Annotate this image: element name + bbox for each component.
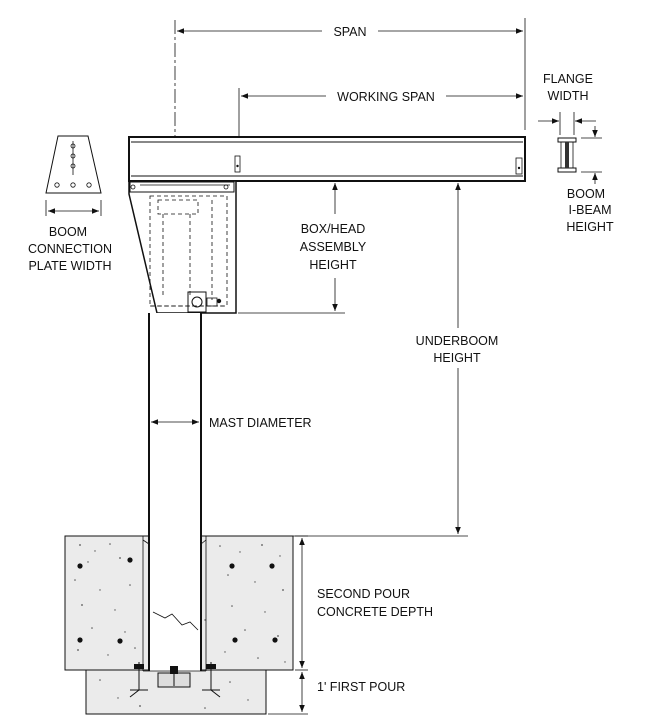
span-dimension: SPAN: [177, 18, 526, 130]
second-pour-label-line1: SECOND POUR: [317, 587, 410, 601]
flange-width-label-line1: FLANGE: [543, 72, 593, 86]
boom-beam: [128, 136, 526, 182]
working-span-dimension: WORKING SPAN: [238, 88, 523, 180]
boom-plate-label-line1: BOOM: [49, 225, 87, 239]
box-head-assembly: [128, 180, 237, 314]
working-span-label: WORKING SPAN: [337, 90, 435, 104]
second-pour-dimension: SECOND POUR CONCRETE DEPTH: [295, 535, 433, 671]
first-pour-dimension: 1' FIRST POUR: [268, 672, 405, 715]
ibeam-cross-section: [557, 137, 577, 173]
boom-ibeam-height-label-line3: HEIGHT: [566, 220, 614, 234]
mast-diameter-label: MAST DIAMETER: [209, 416, 312, 430]
boom-connection-plate: BOOM CONNECTION PLATE WIDTH: [28, 135, 112, 273]
underboom-height-dimension: UNDERBOOM HEIGHT: [205, 180, 499, 537]
underboom-label-line2: HEIGHT: [433, 351, 481, 365]
boom-ibeam-height-label-line1: BOOM: [567, 187, 605, 201]
box-head-label-line3: HEIGHT: [309, 258, 357, 272]
first-pour-label: 1' FIRST POUR: [317, 680, 405, 694]
box-head-label-line2: ASSEMBLY: [300, 240, 367, 254]
flange-width-dimension: FLANGE WIDTH: [538, 72, 596, 135]
anchor-bolts: [129, 662, 221, 698]
mast-diameter-dimension: MAST DIAMETER: [151, 416, 312, 430]
mast-tube: [142, 313, 207, 672]
flange-width-label-line2: WIDTH: [548, 89, 589, 103]
boom-ibeam-height-dimension: BOOM I-BEAM HEIGHT: [566, 126, 614, 234]
underboom-label-line1: UNDERBOOM: [416, 334, 499, 348]
boom-ibeam-height-label-line2: I-BEAM: [568, 203, 611, 217]
boom-plate-label-line3: PLATE WIDTH: [28, 259, 111, 273]
boom-plate-label-line2: CONNECTION: [28, 242, 112, 256]
box-head-height-dimension: BOX/HEAD ASSEMBLY HEIGHT: [238, 183, 367, 314]
box-head-label-line1: BOX/HEAD: [301, 222, 366, 236]
span-label: SPAN: [333, 25, 366, 39]
second-pour-label-line2: CONCRETE DEPTH: [317, 605, 433, 619]
